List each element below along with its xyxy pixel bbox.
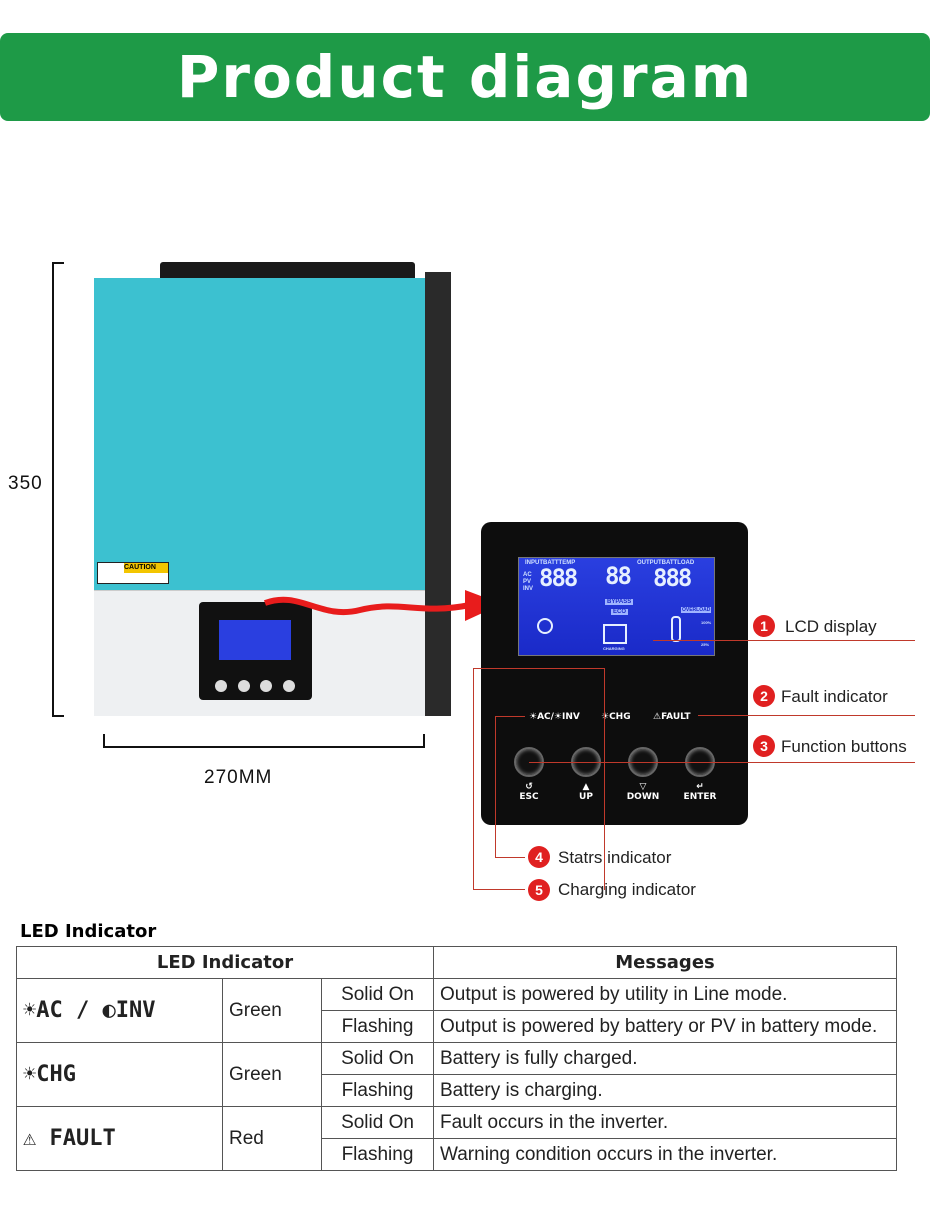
bulb-icon bbox=[671, 616, 681, 642]
width-bracket bbox=[103, 734, 425, 748]
led-message: Fault occurs in the inverter. bbox=[433, 1106, 897, 1139]
led-state: Solid On bbox=[321, 1042, 434, 1075]
led-message: Battery is charging. bbox=[433, 1074, 897, 1107]
lcd-overload: OVERLOAD bbox=[681, 607, 712, 613]
callout-label: Fault indicator bbox=[781, 687, 888, 706]
battery-icon bbox=[603, 624, 627, 644]
callout-line-1 bbox=[653, 640, 915, 641]
callout-number: 3 bbox=[753, 735, 775, 757]
up-label: UP bbox=[579, 792, 593, 802]
callout-line-3 bbox=[529, 762, 915, 763]
led-message: Battery is fully charged. bbox=[433, 1042, 897, 1075]
led-state: Flashing bbox=[321, 1074, 434, 1107]
callout-line-5 bbox=[473, 668, 605, 890]
lcd-right-header: OUTPUTBATTLOAD bbox=[637, 560, 695, 566]
lcd-eco: ECO bbox=[611, 609, 629, 615]
led-state: Flashing bbox=[321, 1138, 434, 1171]
led-message: Output is powered by utility in Line mod… bbox=[433, 978, 897, 1011]
led-color: Green bbox=[222, 978, 322, 1043]
callout-label: LCD display bbox=[785, 617, 877, 636]
led-section-title: LED Indicator bbox=[20, 921, 157, 942]
caution-label: CAUTION bbox=[97, 562, 169, 584]
header-messages: Messages bbox=[433, 946, 897, 979]
led-name: ☀CHG bbox=[16, 1042, 223, 1107]
lcd-tag: AC bbox=[523, 572, 532, 578]
led-message: Output is powered by battery or PV in ba… bbox=[433, 1010, 897, 1043]
lcd-mid-digits: 88 bbox=[605, 562, 632, 590]
banner-title: Product diagram bbox=[0, 33, 930, 121]
callout-line-4 bbox=[495, 716, 525, 858]
height-bracket bbox=[52, 262, 64, 717]
down-label: DOWN bbox=[626, 792, 660, 802]
led-state: Solid On bbox=[321, 1106, 434, 1139]
chg-indicator: ☀CHG bbox=[601, 712, 631, 722]
esc-icon: ↺ bbox=[525, 782, 533, 792]
callout-label: Charging indicator bbox=[558, 880, 696, 899]
width-dimension: 270MM bbox=[204, 767, 273, 788]
lcd-left-digits: 888 bbox=[539, 564, 578, 592]
down-icon: ▽ bbox=[639, 782, 647, 792]
lcd-tag: PV bbox=[523, 579, 532, 585]
led-color: Green bbox=[222, 1042, 322, 1107]
led-color: Red bbox=[222, 1106, 322, 1171]
led-message: Warning condition occurs in the inverter… bbox=[433, 1138, 897, 1171]
callout-number: 4 bbox=[528, 846, 550, 868]
up-icon: ▲ bbox=[582, 782, 590, 792]
mini-panel bbox=[199, 602, 312, 700]
callout-number: 2 bbox=[753, 685, 775, 707]
lcd-charging: CHARGING bbox=[603, 646, 625, 651]
enter-icon: ↵ bbox=[696, 782, 704, 792]
callout-number: 1 bbox=[753, 615, 775, 637]
red-arrow bbox=[263, 590, 502, 621]
esc-label: ESC bbox=[519, 792, 539, 802]
lcd-pct-100: 100% bbox=[701, 620, 712, 625]
callout-label: Function buttons bbox=[781, 737, 907, 756]
lcd-bypass: BYPASS bbox=[605, 599, 634, 605]
callout-line-2 bbox=[698, 715, 915, 716]
lcd-tag: INV bbox=[523, 586, 534, 592]
ac-inv-indicator: ☀AC/☀INV bbox=[529, 712, 580, 722]
lcd-display: INPUTBATTTEMP OUTPUTBATTLOAD AC PV INV 8… bbox=[518, 557, 715, 656]
led-state: Solid On bbox=[321, 978, 434, 1011]
led-name: ⚠ FAULT bbox=[16, 1106, 223, 1171]
lcd-right-digits: 888 bbox=[653, 564, 692, 592]
lcd-pct-25: 25% bbox=[701, 642, 710, 647]
header-led: LED Indicator bbox=[16, 946, 434, 979]
ac-source-icon bbox=[537, 618, 553, 634]
control-panel: INPUTBATTTEMP OUTPUTBATTLOAD AC PV INV 8… bbox=[481, 522, 748, 825]
enter-label: ENTER bbox=[683, 792, 717, 802]
led-name: ☀AC / ◐INV bbox=[16, 978, 223, 1043]
height-dimension: 350 bbox=[8, 473, 43, 494]
led-state: Flashing bbox=[321, 1010, 434, 1043]
callout-label: Statrs indicator bbox=[558, 848, 672, 867]
fault-indicator: ⚠FAULT bbox=[653, 712, 691, 722]
callout-number: 5 bbox=[528, 879, 550, 901]
lcd-left-header: INPUTBATTTEMP bbox=[525, 560, 576, 566]
